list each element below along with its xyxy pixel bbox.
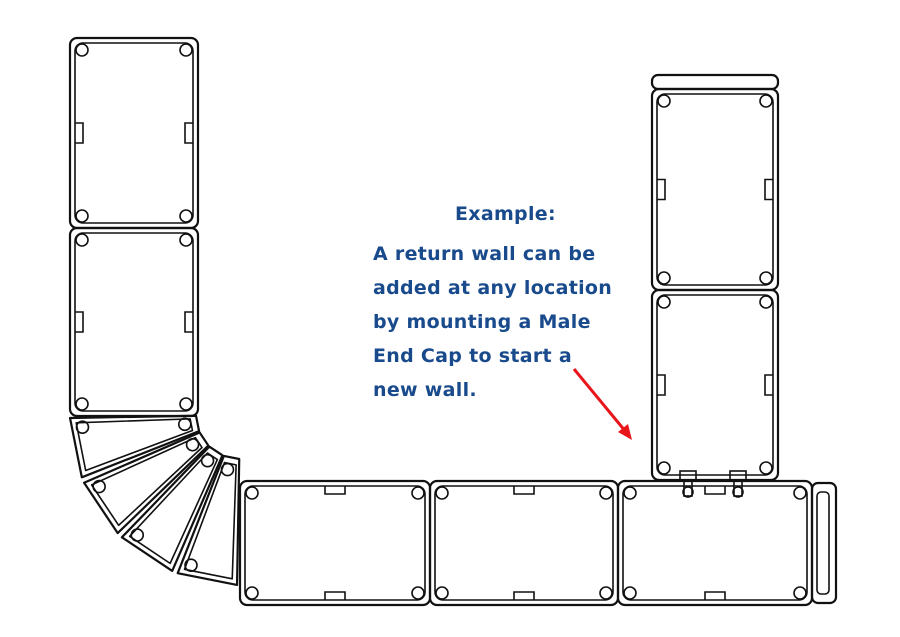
connector-hook-icon (793, 486, 807, 500)
corner-wedge-panel-4 (176, 454, 241, 587)
corner-wedge-panel-2 (82, 431, 210, 535)
annotation-line-1: A return wall can be (373, 243, 596, 265)
connector-hook-icon (435, 586, 449, 600)
connector-hook-icon (179, 397, 193, 411)
pointer-arrow (572, 368, 628, 433)
male-end-cap-top (650, 73, 780, 91)
example-title: Example: (455, 203, 556, 225)
bottom-wall-panel-3 (616, 479, 814, 607)
connector-hook-icon (179, 209, 193, 223)
connector-hook-icon (623, 486, 637, 500)
end-cap (810, 481, 838, 605)
connector-hook-icon (75, 397, 89, 411)
connector-hook-icon (657, 271, 671, 285)
connector-hook-icon (657, 94, 671, 108)
connector-hook-icon (177, 417, 192, 432)
connector-hook-icon (435, 486, 449, 500)
connector-hook-icon (759, 94, 773, 108)
connector-hook-icon (759, 461, 773, 475)
connector-hook-icon (179, 233, 193, 247)
connector-hook-icon (245, 486, 259, 500)
annotation-line-2: added at any location (373, 277, 613, 299)
annotation-line-5: new wall. (373, 379, 477, 401)
connector-hook-icon (793, 586, 807, 600)
connector-hook-icon (411, 486, 425, 500)
pointer-arrowhead (618, 424, 632, 440)
connector-hook-icon (599, 586, 613, 600)
connector-hook-icon (179, 43, 193, 57)
connector-hook-icon (599, 486, 613, 500)
connector-hook-icon (184, 558, 198, 573)
bottom-wall-panel-2 (428, 479, 620, 607)
return-wall-panel-1 (650, 87, 780, 292)
connector-hook-icon (220, 462, 235, 477)
connector-hook-icon (657, 295, 671, 309)
connector-hook-icon (92, 479, 106, 494)
connector-hook-icon (75, 43, 89, 57)
mounting-bolt-icon (729, 470, 747, 498)
annotation-line-4: End Cap to start a (373, 345, 572, 367)
corner-wedge-panel-3 (120, 445, 224, 573)
connector-hook-icon (200, 453, 215, 468)
connector-hook-icon (75, 233, 89, 247)
connector-hook-icon (411, 586, 425, 600)
connector-hook-icon (75, 209, 89, 223)
connector-hook-icon (657, 461, 671, 475)
mounting-bolt-icon (679, 470, 697, 498)
annotation-line-3: by mounting a Male (373, 311, 591, 333)
left-wall-panel-2 (68, 226, 200, 418)
connector-hook-icon (759, 295, 773, 309)
return-wall-panel-2 (650, 288, 780, 482)
connector-hook-icon (759, 271, 773, 285)
connector-hook-icon (130, 528, 145, 542)
corner-wedge-panel-1 (68, 414, 201, 479)
left-wall-panel-1 (68, 36, 200, 230)
connector-hook-icon (623, 586, 637, 600)
connector-hook-icon (245, 586, 259, 600)
connector-hook-icon (185, 437, 200, 452)
bottom-wall-panel-1 (238, 479, 432, 607)
connector-hook-icon (75, 420, 90, 435)
